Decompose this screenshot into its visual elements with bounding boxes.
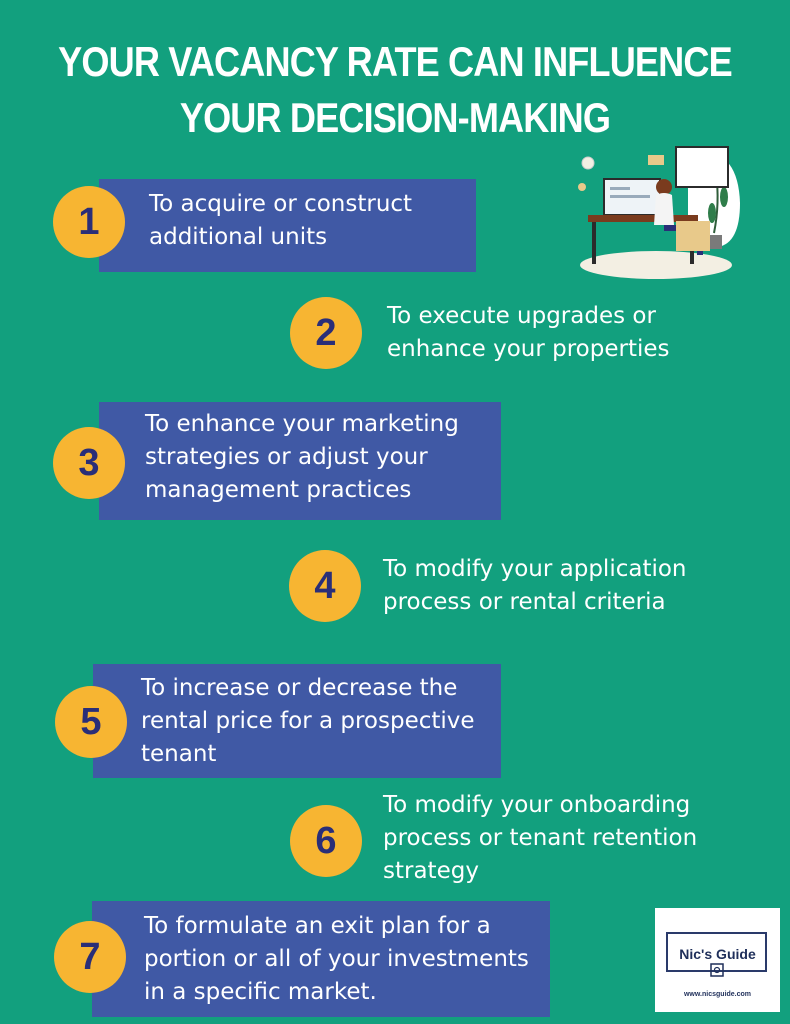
item-7-text-line-3: in a specific market. (144, 979, 377, 1005)
title-line-1: YOUR VACANCY RATE CAN INFLUENCE (58, 38, 733, 85)
item-7-badge: 7 (54, 921, 126, 993)
item-4-text-line-1: To modify your application (383, 556, 687, 582)
item-7-box: To formulate an exit plan for a portion … (92, 901, 550, 1017)
logo-url: www.nicsguide.com (683, 991, 752, 998)
item-3-box: To enhance your marketing strategies or … (99, 402, 501, 520)
item-1-box: To acquire or construct additional units (99, 179, 476, 272)
item-6-text-line-1: To modify your onboarding (383, 792, 691, 818)
logo-name: Nic's Guide (679, 946, 756, 962)
item-4-badge: 4 (289, 550, 361, 622)
item-6-text: To modify your onboarding process or ten… (383, 789, 697, 888)
item-2-text-line-1: To execute upgrades or (387, 303, 656, 329)
item-4-text-line-2: process or rental criteria (383, 589, 666, 615)
item-5-text-line-3: tenant (141, 741, 217, 767)
item-6-badge: 6 (290, 805, 362, 877)
page-title: YOUR VACANCY RATE CAN INFLUENCE YOUR DEC… (55, 34, 734, 146)
safe-icon (710, 963, 724, 977)
item-1-text-line-1: To acquire or construct (149, 191, 413, 217)
item-3-badge: 3 (53, 427, 125, 499)
item-1-badge: 1 (53, 186, 125, 258)
item-6-text-line-2: process or tenant retention (383, 825, 698, 851)
item-2-badge: 2 (290, 297, 362, 369)
item-3-text-line-2: strategies or adjust your (145, 444, 428, 470)
item-4-text: To modify your application process or re… (383, 553, 687, 619)
item-6-text-line-3: strategy (383, 858, 479, 884)
item-2-text-line-2: enhance your properties (387, 336, 670, 362)
person-at-desk-illustration (578, 146, 740, 279)
item-1-text-line-2: additional units (149, 224, 328, 250)
item-7-text-line-2: portion or all of your investments (144, 946, 529, 972)
item-5-badge: 5 (55, 686, 127, 758)
item-5-box: To increase or decrease the rental price… (93, 664, 501, 778)
item-5-text-line-2: rental price for a prospective (141, 708, 475, 734)
logo-frame (666, 932, 767, 972)
nics-guide-logo: Nic's Guide www.nicsguide.com (655, 908, 780, 1012)
item-5-text-line-1: To increase or decrease the (141, 675, 458, 701)
item-7-text-line-1: To formulate an exit plan for a (144, 913, 491, 939)
title-line-2: YOUR DECISION-MAKING (179, 94, 611, 141)
item-2-text: To execute upgrades or enhance your prop… (387, 300, 669, 366)
item-3-text-line-1: To enhance your marketing (145, 411, 459, 437)
item-3-text-line-3: management practices (145, 477, 412, 503)
